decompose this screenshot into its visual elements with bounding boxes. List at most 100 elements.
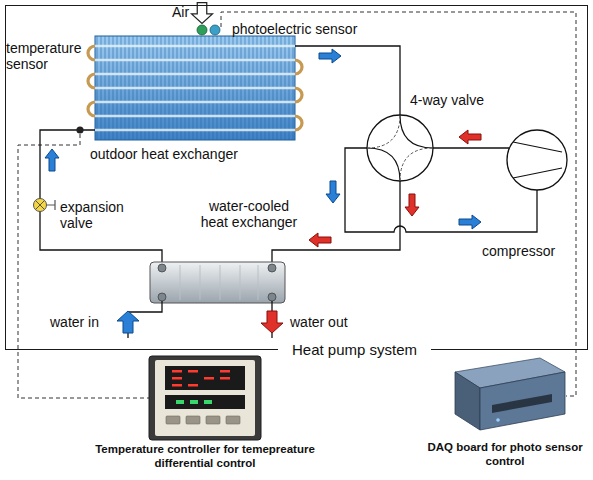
daq-board-photo	[480, 372, 565, 430]
compressor-symbol	[513, 142, 562, 152]
plate-heat-exchanger	[158, 264, 166, 272]
plate-heat-exchanger	[150, 262, 285, 303]
outdoor-coil	[95, 36, 295, 140]
temperature-controller-photo	[188, 384, 198, 387]
plate-heat-exchanger	[180, 265, 181, 300]
temperature-controller-photo	[204, 377, 214, 380]
outdoor-coil	[88, 74, 95, 88]
plate-heat-exchanger	[268, 264, 276, 272]
temperature-controller-photo	[226, 416, 240, 424]
part-label: expansion valve	[60, 199, 135, 231]
plate-heat-exchanger	[180, 265, 258, 300]
outdoor-coil	[88, 36, 302, 140]
compressor-symbol	[507, 130, 567, 190]
four-way-valve-symbol	[367, 115, 433, 181]
flow-arrows	[459, 130, 481, 144]
temperature-controller-photo	[166, 416, 180, 424]
daq-board-photo	[496, 418, 500, 422]
four-way-valve-symbol	[400, 115, 433, 148]
temperature-controller-photo	[165, 395, 245, 409]
refrigerant-pipes	[40, 46, 537, 263]
four-way-valve-symbol	[367, 115, 400, 148]
four-way-valve-symbol	[400, 148, 433, 181]
temperature-controller-photo	[149, 356, 261, 440]
temperature-controller-photo	[172, 377, 182, 380]
outdoor-coil	[95, 59, 295, 62]
outdoor-coil	[95, 129, 295, 132]
outdoor-coil	[295, 116, 302, 130]
flow-arrows	[459, 215, 481, 229]
plate-heat-exchanger	[200, 265, 201, 300]
temperature-controller-photo	[176, 400, 184, 404]
outdoor-coil	[88, 46, 95, 60]
device-caption: DAQ board for photo sensor control	[425, 440, 585, 468]
outdoor-coil	[95, 87, 295, 90]
temperature-controller-photo	[220, 370, 230, 373]
temperature-controller-photo	[172, 370, 182, 373]
temperature-controller-photo	[172, 370, 230, 387]
plate-heat-exchanger	[158, 293, 166, 301]
device-box: Temperature controller for temepreature …	[85, 354, 325, 470]
expansion-valve-symbol	[36, 201, 45, 210]
flow-arrows	[319, 49, 341, 63]
temperature-controller-photo	[204, 400, 212, 404]
temperature-controller-photo	[186, 416, 200, 424]
outdoor-coil	[95, 36, 295, 140]
temperature-controller-photo	[220, 377, 230, 380]
part-label: 4-way valve	[410, 92, 484, 108]
expansion-valve-symbol	[34, 199, 56, 212]
signal-wires	[18, 12, 576, 398]
outdoor-coil	[95, 115, 295, 118]
system-label: Heat pump system	[278, 338, 431, 362]
outdoor-coil	[95, 101, 295, 104]
photoelectric-sensor-pair	[197, 25, 220, 35]
temperature-sensor-dot	[76, 126, 83, 133]
flow-arrows	[326, 181, 340, 203]
plate-heat-exchanger	[150, 262, 285, 303]
plate-heat-exchanger	[258, 265, 259, 300]
part-label: water in	[50, 314, 99, 330]
outdoor-coil	[88, 46, 302, 130]
temperature-controller-photo	[166, 416, 240, 424]
expansion-valve-symbol	[36, 201, 45, 210]
outdoor-coil	[295, 88, 302, 102]
flow-arrows	[405, 194, 419, 216]
outdoor-coil	[95, 46, 295, 130]
compressor-symbol	[507, 130, 567, 190]
daq-board-photo	[455, 372, 480, 430]
part-label: Air	[172, 4, 189, 20]
temperature-sensor-wire	[18, 134, 149, 398]
expansion-valve-symbol	[47, 205, 56, 206]
temperature-controller-photo	[165, 366, 245, 390]
photoelectric-sensor-pair	[197, 25, 207, 35]
plate-heat-exchanger	[240, 265, 241, 300]
temperature-controller-photo	[188, 370, 198, 373]
device-caption: Temperature controller for temepreature …	[85, 442, 325, 470]
outdoor-coil	[95, 73, 295, 76]
flow-arrows	[45, 149, 59, 171]
outdoor-coil	[88, 102, 95, 116]
part-label: water out	[290, 314, 348, 330]
flow-arrows	[261, 311, 283, 333]
four-way-valve-symbol	[367, 148, 400, 181]
daq-board-photo	[492, 394, 552, 413]
flow-arrows	[117, 311, 139, 333]
plate-heat-exchanger	[268, 293, 276, 301]
device-box: DAQ board for photo sensor control	[425, 354, 585, 468]
water-lines	[128, 301, 272, 338]
photoelectric-sensor-pair	[210, 25, 220, 35]
part-label: water-cooled heat exchanger	[195, 198, 303, 230]
temperature-controller-photo	[190, 400, 198, 404]
expansion-valve-symbol	[34, 199, 47, 212]
flow-arrows	[309, 233, 331, 247]
pipe	[433, 147, 509, 148]
flow-arrows	[45, 3, 481, 333]
outdoor-coil	[95, 45, 295, 48]
daq-board-photo	[455, 358, 565, 430]
temperature-controller-photo	[176, 400, 212, 404]
part-label: temperature sensor	[6, 40, 88, 72]
temperature-controller-photo	[155, 360, 255, 436]
plate-heat-exchanger	[220, 265, 221, 300]
